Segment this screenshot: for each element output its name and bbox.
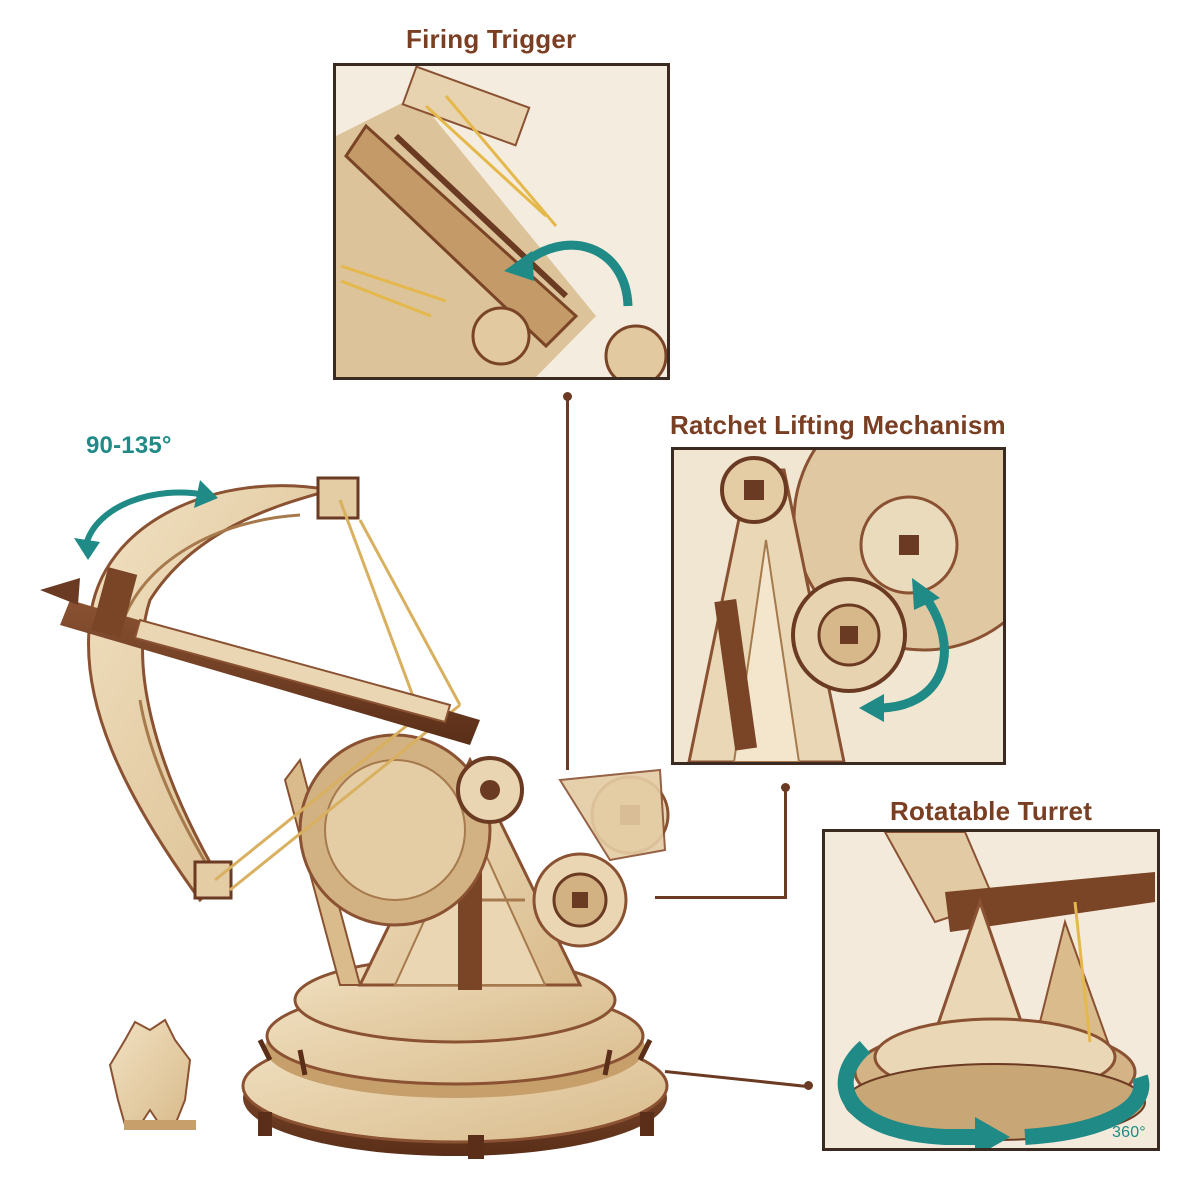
warrior-figurine	[108, 1018, 196, 1130]
curved-double-arrow-icon	[74, 480, 218, 560]
trigger-connector-dot	[563, 392, 572, 401]
firing-trigger-panel	[333, 63, 670, 380]
angle-range-label: 90-135°	[86, 432, 172, 459]
turret-connector-line	[664, 1070, 808, 1088]
firing-trigger-image	[336, 66, 667, 377]
a-frame-stand	[283, 756, 583, 990]
curved-arrow-icon	[859, 578, 949, 722]
ratchet-connector-horizontal	[655, 896, 787, 899]
ratchet-image	[674, 450, 1003, 762]
turret-panel	[822, 829, 1160, 1151]
turret-title: Rotatable Turret	[890, 796, 1093, 826]
ratchet-panel	[671, 447, 1006, 765]
rotation-label: 360°	[1112, 1124, 1146, 1141]
side-gears	[532, 768, 670, 948]
ratchet-connector-vertical	[784, 787, 787, 899]
ratchet-gear	[298, 733, 524, 927]
ratchet-title: Ratchet Lifting Mechanism	[670, 410, 1006, 440]
bowstring	[214, 499, 462, 892]
turret-base	[241, 956, 669, 1159]
turret-image	[825, 832, 1157, 1148]
trigger-connector-line	[566, 396, 569, 770]
ratchet-connector-dot	[781, 783, 790, 792]
crossbow-beam	[40, 567, 480, 745]
circular-arrow-icon	[837, 1040, 1150, 1148]
firing-trigger-title: Firing Trigger	[406, 24, 577, 54]
turret-connector-dot	[804, 1081, 813, 1090]
curved-arrow-icon	[504, 240, 633, 307]
